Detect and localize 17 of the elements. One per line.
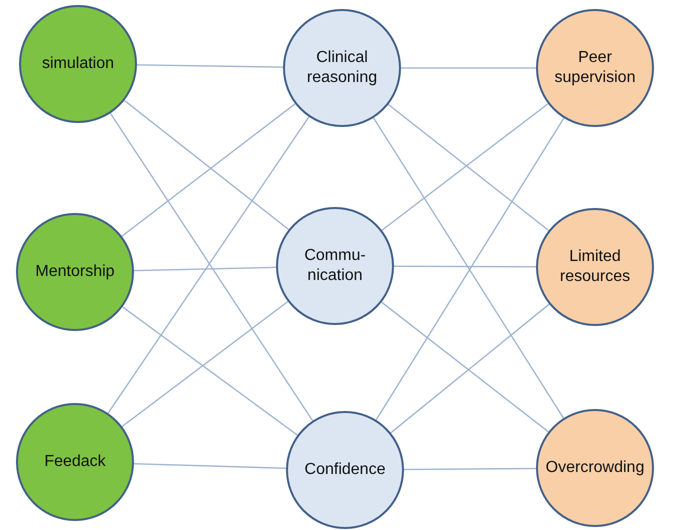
- node-label: Limited resources: [558, 247, 632, 287]
- connector-line: [122, 301, 288, 427]
- node-label: simulation: [42, 54, 114, 74]
- connector-line: [134, 266, 276, 272]
- connector-line: [122, 306, 298, 436]
- connector-line: [401, 67, 536, 69]
- connector-line: [136, 64, 284, 68]
- node-label: Confidence: [304, 460, 386, 480]
- node-label: Peer supervision: [554, 48, 636, 88]
- node-label: Feedack: [44, 452, 106, 472]
- node-label: Overcrowding: [546, 458, 644, 478]
- node-label: Mentorship: [35, 262, 115, 282]
- connector-line: [404, 468, 536, 470]
- node-label: Commu- nication: [303, 246, 367, 286]
- node-label: Clinical reasoning: [306, 48, 378, 88]
- connector-line: [394, 266, 536, 268]
- connector-line: [134, 463, 286, 469]
